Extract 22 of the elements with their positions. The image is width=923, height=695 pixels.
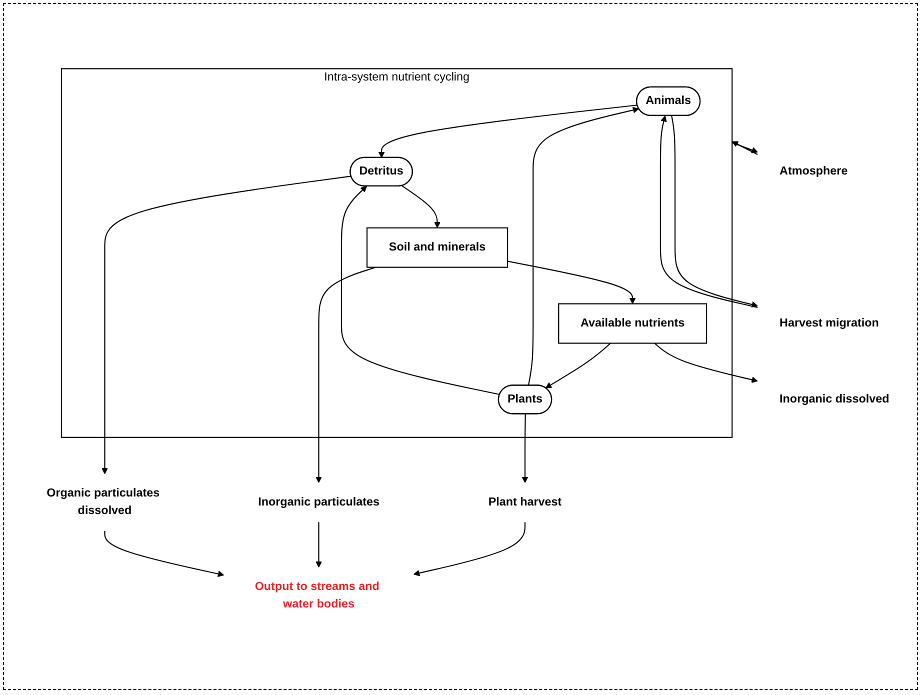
node-text: Inorganic dissolved [780,392,890,406]
arrow [340,186,500,396]
arrow [528,106,640,386]
node-text: Organic particulates dissolved [46,487,160,517]
arrow [413,522,526,576]
arrow [545,342,611,388]
arrow [522,414,528,483]
arrow [316,522,322,568]
node-text: Output to streams and water bodies [254,580,380,610]
arrow [316,266,376,483]
arrow [104,530,224,577]
node-text: Inorganic particulates [258,496,380,508]
arrow [507,260,636,304]
arrow [378,104,638,158]
node-text: Plant harvest [488,496,562,508]
arrow [102,176,352,474]
arrow [402,185,440,228]
node-box: Available nutrients [558,303,708,344]
node-text: Harvest migration [780,316,879,330]
arrow [654,342,758,383]
node-text: Atmosphere [780,165,848,178]
node-box: Soil and minerals [366,227,508,268]
